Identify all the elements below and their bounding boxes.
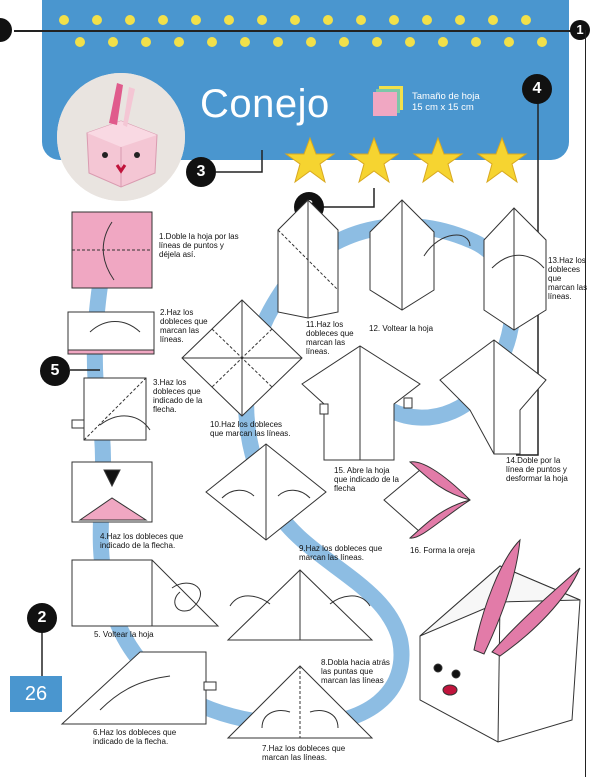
step-10: 10.Haz los dobleces que marcan las línea… — [210, 420, 296, 438]
step-16-num: 16. — [410, 546, 422, 555]
step-11: 11.Haz los dobleces que marcan las línea… — [306, 320, 360, 356]
star-icon — [284, 136, 336, 184]
step-5: 5. Voltear la hoja — [94, 630, 174, 639]
page-number: 26 — [10, 676, 62, 712]
step-5-num: 5. — [94, 630, 101, 639]
paper-size-value: 15 cm x 15 cm — [412, 102, 474, 113]
step-1-text: Doble la hoja por las líneas de puntos y… — [159, 232, 239, 259]
step6-diagram — [60, 651, 207, 725]
step4-diagram — [71, 461, 153, 523]
bunny-photo — [57, 73, 185, 201]
step-1-num: 1. — [159, 232, 166, 241]
step3-diagram — [83, 377, 147, 441]
dot-border — [59, 15, 547, 47]
step-10-num: 10. — [210, 420, 222, 429]
step-12-num: 12. — [369, 324, 381, 333]
step-11-num: 11. — [306, 320, 317, 329]
callout-line-top — [14, 30, 580, 32]
step-13-num: 13. — [548, 256, 560, 265]
step-9: 9.Haz los dobleces que marcan las líneas… — [299, 544, 389, 562]
step13-diagram — [483, 207, 547, 331]
step-13-text: Haz los dobleces que marcan las líneas. — [548, 256, 588, 301]
step-14-text: Doble por la línea de puntos y desformar… — [506, 456, 568, 483]
step-14-num: 14. — [506, 456, 518, 465]
callout-marker-2: 2 — [27, 603, 57, 633]
callout-marker-3: 3 — [186, 157, 216, 187]
step-4-num: 4. — [100, 532, 107, 541]
step-7: 7.Haz los dobleces que marcan las líneas… — [262, 744, 362, 762]
step-15: 15. Abre la hoja que indicado de la flec… — [334, 466, 404, 493]
star-icon — [412, 136, 464, 184]
step-12: 12. Voltear la hoja — [369, 324, 459, 333]
step-8: 8.Dobla hacia atrás las puntas que marca… — [321, 658, 401, 685]
step-14: 14.Doble por la línea de puntos y desfor… — [506, 456, 572, 483]
step-16-text: Forma la oreja — [423, 546, 475, 555]
paper-size-label: Tamaño de hoja 15 cm x 15 cm — [412, 91, 512, 113]
step-10-text: Haz los dobleces que marcan las líneas. — [210, 420, 291, 438]
step-6-text: Haz los dobleces que indicado de la flec… — [93, 728, 177, 746]
step-8-text: Dobla hacia atrás las puntas que marcan … — [321, 658, 390, 685]
step-7-text: Haz los dobleces que marcan las líneas. — [262, 744, 346, 762]
page-title: Conejo — [200, 82, 330, 126]
difficulty-stars — [284, 136, 528, 184]
step-6: 6.Haz los dobleces que indicado de la fl… — [93, 728, 193, 746]
step-2-num: 2. — [160, 308, 167, 317]
step-9-text: Haz los dobleces que marcan las líneas. — [299, 544, 383, 562]
callout-marker-left-edge — [0, 18, 12, 42]
step-8-num: 8. — [321, 658, 328, 667]
step-11-text: Haz los dobleces que marcan las líneas. — [306, 320, 354, 356]
step-15-num: 15. — [334, 466, 346, 475]
paper-swatch-icon — [373, 86, 403, 116]
callout-marker-5: 5 — [40, 356, 70, 386]
step-1: 1.Doble la hoja por las líneas de puntos… — [159, 232, 239, 259]
step-13: 13.Haz los dobleces que marcan las línea… — [548, 256, 588, 301]
callout-marker-4: 4 — [522, 74, 552, 104]
step-6-num: 6. — [93, 728, 100, 737]
step-15-text: Abre la hoja que indicado de la flecha — [334, 466, 399, 493]
step15-diagram — [301, 345, 421, 461]
step-5-text: Voltear la hoja — [102, 630, 154, 639]
star-icon — [348, 136, 400, 184]
step-3-num: 3. — [153, 378, 160, 387]
star-icon — [476, 136, 528, 184]
step-2: 2.Haz los dobleces que marcan las líneas… — [160, 308, 220, 344]
right-rule — [585, 30, 586, 777]
step-4: 4.Haz los dobleces que indicado de la fl… — [100, 532, 200, 550]
step-3: 3.Haz los dobleces que indicado de la fl… — [153, 378, 203, 414]
paper-size-title: Tamaño de hoja — [412, 91, 480, 102]
step-3-text: Haz los dobleces que indicado de la flec… — [153, 378, 203, 414]
step-7-num: 7. — [262, 744, 269, 753]
step-4-text: Haz los dobleces que indicado de la flec… — [100, 532, 184, 550]
step-9-num: 9. — [299, 544, 306, 553]
step-16: 16. Forma la oreja — [410, 546, 490, 555]
step14-diagram — [439, 339, 547, 455]
step2-diagram — [67, 311, 155, 353]
step-2-text: Haz los dobleces que marcan las líneas. — [160, 308, 208, 344]
step5-diagram — [71, 559, 220, 627]
step-12-text: Voltear la hoja — [382, 324, 434, 333]
